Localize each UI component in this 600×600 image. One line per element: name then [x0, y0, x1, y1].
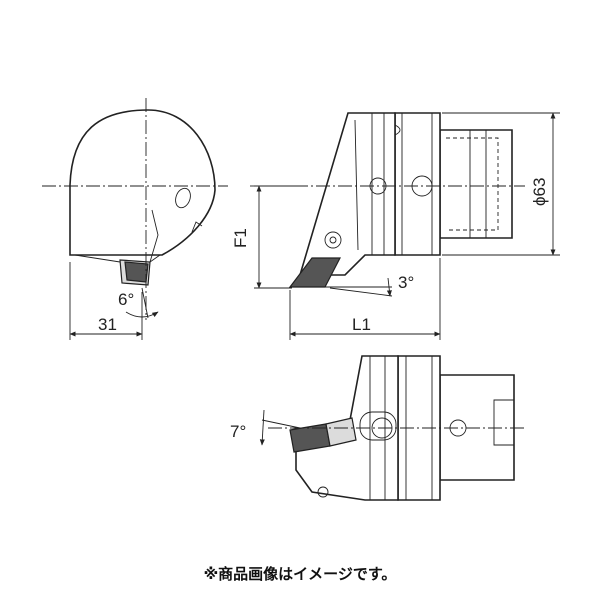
dim-3deg-label: 3°	[398, 273, 414, 292]
image-caption: ※商品画像はイメージです。	[203, 565, 397, 583]
dim-31-label: 31	[98, 315, 117, 334]
dim-l1-label: L1	[352, 315, 371, 334]
dim-f1-label: F1	[231, 228, 250, 248]
dim-7deg-label: 7°	[230, 422, 246, 441]
plan-view-shank	[439, 374, 515, 481]
side-view-insert	[288, 257, 341, 288]
plan-view: 7°	[230, 355, 525, 501]
side-view-clamp-screw	[324, 231, 342, 249]
side-view: F1 3° L1 ϕ63	[231, 112, 560, 340]
dim-6deg-label: 6°	[118, 290, 134, 309]
end-view-insert	[124, 261, 149, 283]
plan-view-hole	[317, 486, 329, 498]
end-view-body	[69, 109, 216, 256]
end-view-coolant-hole	[175, 187, 191, 209]
dim-diameter-label: ϕ63	[530, 178, 549, 206]
end-view: 31 6°	[42, 98, 228, 340]
side-view-shank	[439, 129, 513, 239]
side-view-head	[298, 112, 396, 276]
